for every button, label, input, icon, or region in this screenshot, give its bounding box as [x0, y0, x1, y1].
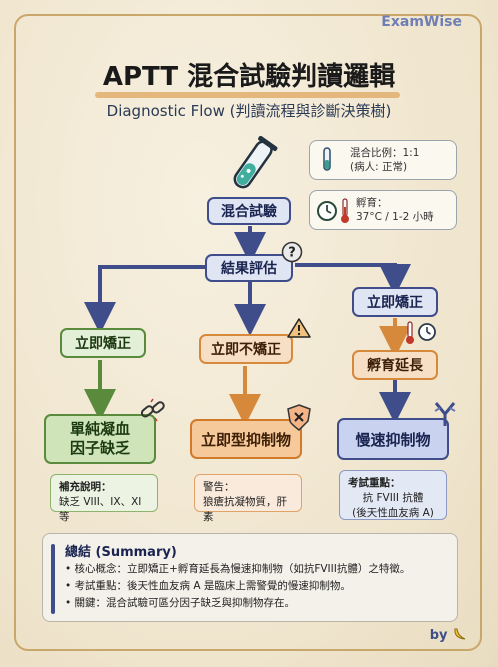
note-warning-title: 警告：	[203, 481, 235, 493]
by-label: by	[429, 628, 448, 643]
note-warning: 警告： 狼瘡抗凝物質，肝素	[194, 474, 302, 523]
summary-accent-bar	[51, 544, 55, 614]
summary-title: 總結 (Summary)	[65, 545, 177, 560]
incubation-info-box: 孵育： 37°C / 1-2 小時	[309, 190, 457, 230]
ratio-line2: (病人: 正常)	[350, 161, 408, 174]
svg-text:?: ?	[288, 246, 296, 261]
node-factor-deficiency[interactable]: 單純凝血 因子缺乏	[44, 414, 156, 464]
brand-label: ExamWise	[381, 14, 462, 30]
antibody-icon	[434, 402, 456, 426]
factor-deficiency-line2: 因子缺乏	[69, 439, 130, 457]
incubation-line1: 孵育：	[356, 197, 388, 209]
note-exam-focus: 考試重點： 抗 FVIII 抗體 (後天性血友病 A)	[339, 470, 447, 520]
question-icon: ?	[281, 241, 303, 263]
node-mixing-test[interactable]: 混合試驗	[207, 197, 291, 225]
ratio-info-box: 混合比例：1:1 (病人: 正常)	[309, 140, 457, 180]
x-shield-icon	[287, 404, 311, 431]
summary-item-key: • 關鍵：混合試驗可區分因子缺乏與抑制物存在。	[65, 597, 296, 609]
note-warning-body: 狼瘡抗凝物質，肝素	[203, 496, 287, 524]
broken-chain-icon	[140, 398, 165, 422]
clock-icon	[317, 201, 337, 221]
note-exam-line1: 抗 FVIII 抗體	[362, 492, 424, 505]
page-subtitle: Diagnostic Flow (判讀流程與診斷決策樹)	[106, 102, 392, 120]
test-tube-icon	[233, 136, 278, 189]
note-supplement-body: 缺乏 VIII、IX、XI 等	[59, 496, 142, 524]
frame-border	[14, 14, 482, 651]
test-tube-small-icon	[323, 147, 331, 171]
arrow-result-to-right	[295, 263, 411, 296]
arrow-result-to-left	[84, 265, 205, 334]
warning-icon	[287, 318, 311, 338]
node-immediate-inhibitor[interactable]: 立即型抑制物	[190, 419, 302, 459]
summary-list: • 核心概念：立即矯正+孵育延長為慢速抑制物（如抗FVIII抗體）之特徵。 • …	[65, 561, 455, 612]
node-middle-not-correct[interactable]: 立即不矯正	[199, 334, 293, 364]
summary-item-exam: • 考試重點：後天性血友病 A 是臨床上需警覺的慢速抑制物。	[65, 580, 351, 592]
incubation-line2: 37°C / 1-2 小時	[356, 211, 434, 224]
note-supplement: 補充說明： 缺乏 VIII、IX、XI 等	[50, 474, 158, 523]
node-incubation-prolonged[interactable]: 孵育延長	[352, 350, 438, 380]
thermometer-small-icon	[406, 321, 414, 344]
note-supplement-title: 補充說明：	[59, 481, 112, 493]
note-exam-line2: (後天性血友病 A)	[352, 507, 434, 520]
node-left-immediate-correct[interactable]: 立即矯正	[60, 328, 146, 358]
node-right-immediate-correct[interactable]: 立即矯正	[352, 287, 438, 317]
note-exam-title: 考試重點：	[348, 477, 401, 489]
thermometer-icon	[341, 198, 349, 223]
page-title: APTT 混合試驗判讀邏輯	[102, 62, 396, 92]
factor-deficiency-line1: 單純凝血	[69, 419, 130, 438]
banana-icon	[454, 628, 466, 640]
node-slow-inhibitor[interactable]: 慢速抑制物	[337, 418, 449, 460]
title-highlight	[95, 92, 400, 98]
clock-small-icon	[418, 323, 436, 341]
summary-box: 總結 (Summary) • 核心概念：立即矯正+孵育延長為慢速抑制物（如抗FV…	[42, 533, 458, 622]
node-result-evaluation[interactable]: 結果評估	[205, 254, 293, 282]
ratio-line1: 混合比例：1:1	[350, 147, 420, 159]
by-credit: by	[430, 626, 468, 643]
summary-item-core: • 核心概念：立即矯正+孵育延長為慢速抑制物（如抗FVIII抗體）之特徵。	[65, 563, 411, 575]
